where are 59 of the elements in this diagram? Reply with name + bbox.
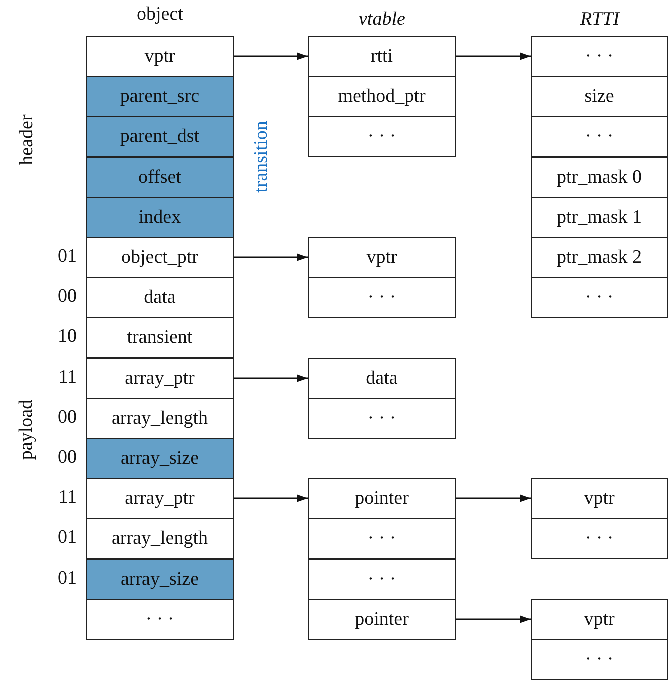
memory-cell: size <box>531 76 668 117</box>
memory-cell: vptr <box>308 237 456 278</box>
bit-tag: 11 <box>58 368 77 388</box>
arrow <box>234 254 308 262</box>
memory-cell: rtti <box>308 36 456 77</box>
memory-cell: method_ptr <box>308 76 456 117</box>
column-heading: RTTI <box>580 9 620 31</box>
bit-tag: 00 <box>58 287 77 307</box>
arrow <box>456 494 531 502</box>
memory-cell: · · · <box>308 518 456 559</box>
memory-cell: array_size <box>86 559 234 600</box>
bit-tag: 11 <box>58 488 77 508</box>
memory-cell: · · · <box>308 277 456 318</box>
memory-cell: parent_dst <box>86 116 234 157</box>
section-label: payload <box>16 400 38 460</box>
memory-cell: · · · <box>531 639 668 680</box>
memory-cell: array_ptr <box>86 478 234 519</box>
memory-cell: data <box>86 277 234 318</box>
section-label: header <box>16 114 38 166</box>
memory-cell: · · · <box>531 277 668 318</box>
arrow <box>456 616 531 624</box>
memory-cell: vptr <box>86 36 234 77</box>
arrow <box>234 374 308 382</box>
memory-cell: vptr <box>531 478 668 519</box>
memory-cell: vptr <box>531 599 668 640</box>
bit-tag: 00 <box>58 448 77 468</box>
memory-cell: array_length <box>86 398 234 439</box>
memory-cell: pointer <box>308 478 456 519</box>
memory-cell: · · · <box>308 116 456 157</box>
bit-tag: 01 <box>58 569 77 589</box>
memory-cell: · · · <box>308 398 456 439</box>
memory-cell: array_ptr <box>86 358 234 399</box>
memory-cell: array_size <box>86 438 234 479</box>
memory-cell: array_length <box>86 518 234 559</box>
section-label: transition <box>250 121 273 193</box>
arrow <box>456 52 531 60</box>
memory-cell: object_ptr <box>86 237 234 278</box>
bit-tag: 01 <box>58 528 77 548</box>
memory-cell: transient <box>86 317 234 358</box>
arrow <box>234 494 308 502</box>
column-heading: object <box>137 4 184 26</box>
memory-cell: · · · <box>86 599 234 640</box>
memory-cell: ptr_mask 1 <box>531 197 668 238</box>
column-heading: vtable <box>359 9 406 31</box>
memory-cell: index <box>86 197 234 238</box>
bit-tag: 01 <box>58 247 77 267</box>
memory-cell: parent_src <box>86 76 234 117</box>
memory-cell: · · · <box>531 518 668 559</box>
memory-cell: offset <box>86 157 234 198</box>
memory-cell: pointer <box>308 599 456 640</box>
bit-tag: 10 <box>58 327 77 347</box>
arrow <box>234 52 308 60</box>
memory-cell: ptr_mask 2 <box>531 237 668 278</box>
memory-cell: · · · <box>531 116 668 157</box>
bit-tag: 00 <box>58 408 77 428</box>
memory-cell: ptr_mask 0 <box>531 157 668 198</box>
memory-cell: · · · <box>531 36 668 77</box>
memory-cell: · · · <box>308 559 456 600</box>
memory-cell: data <box>308 358 456 399</box>
